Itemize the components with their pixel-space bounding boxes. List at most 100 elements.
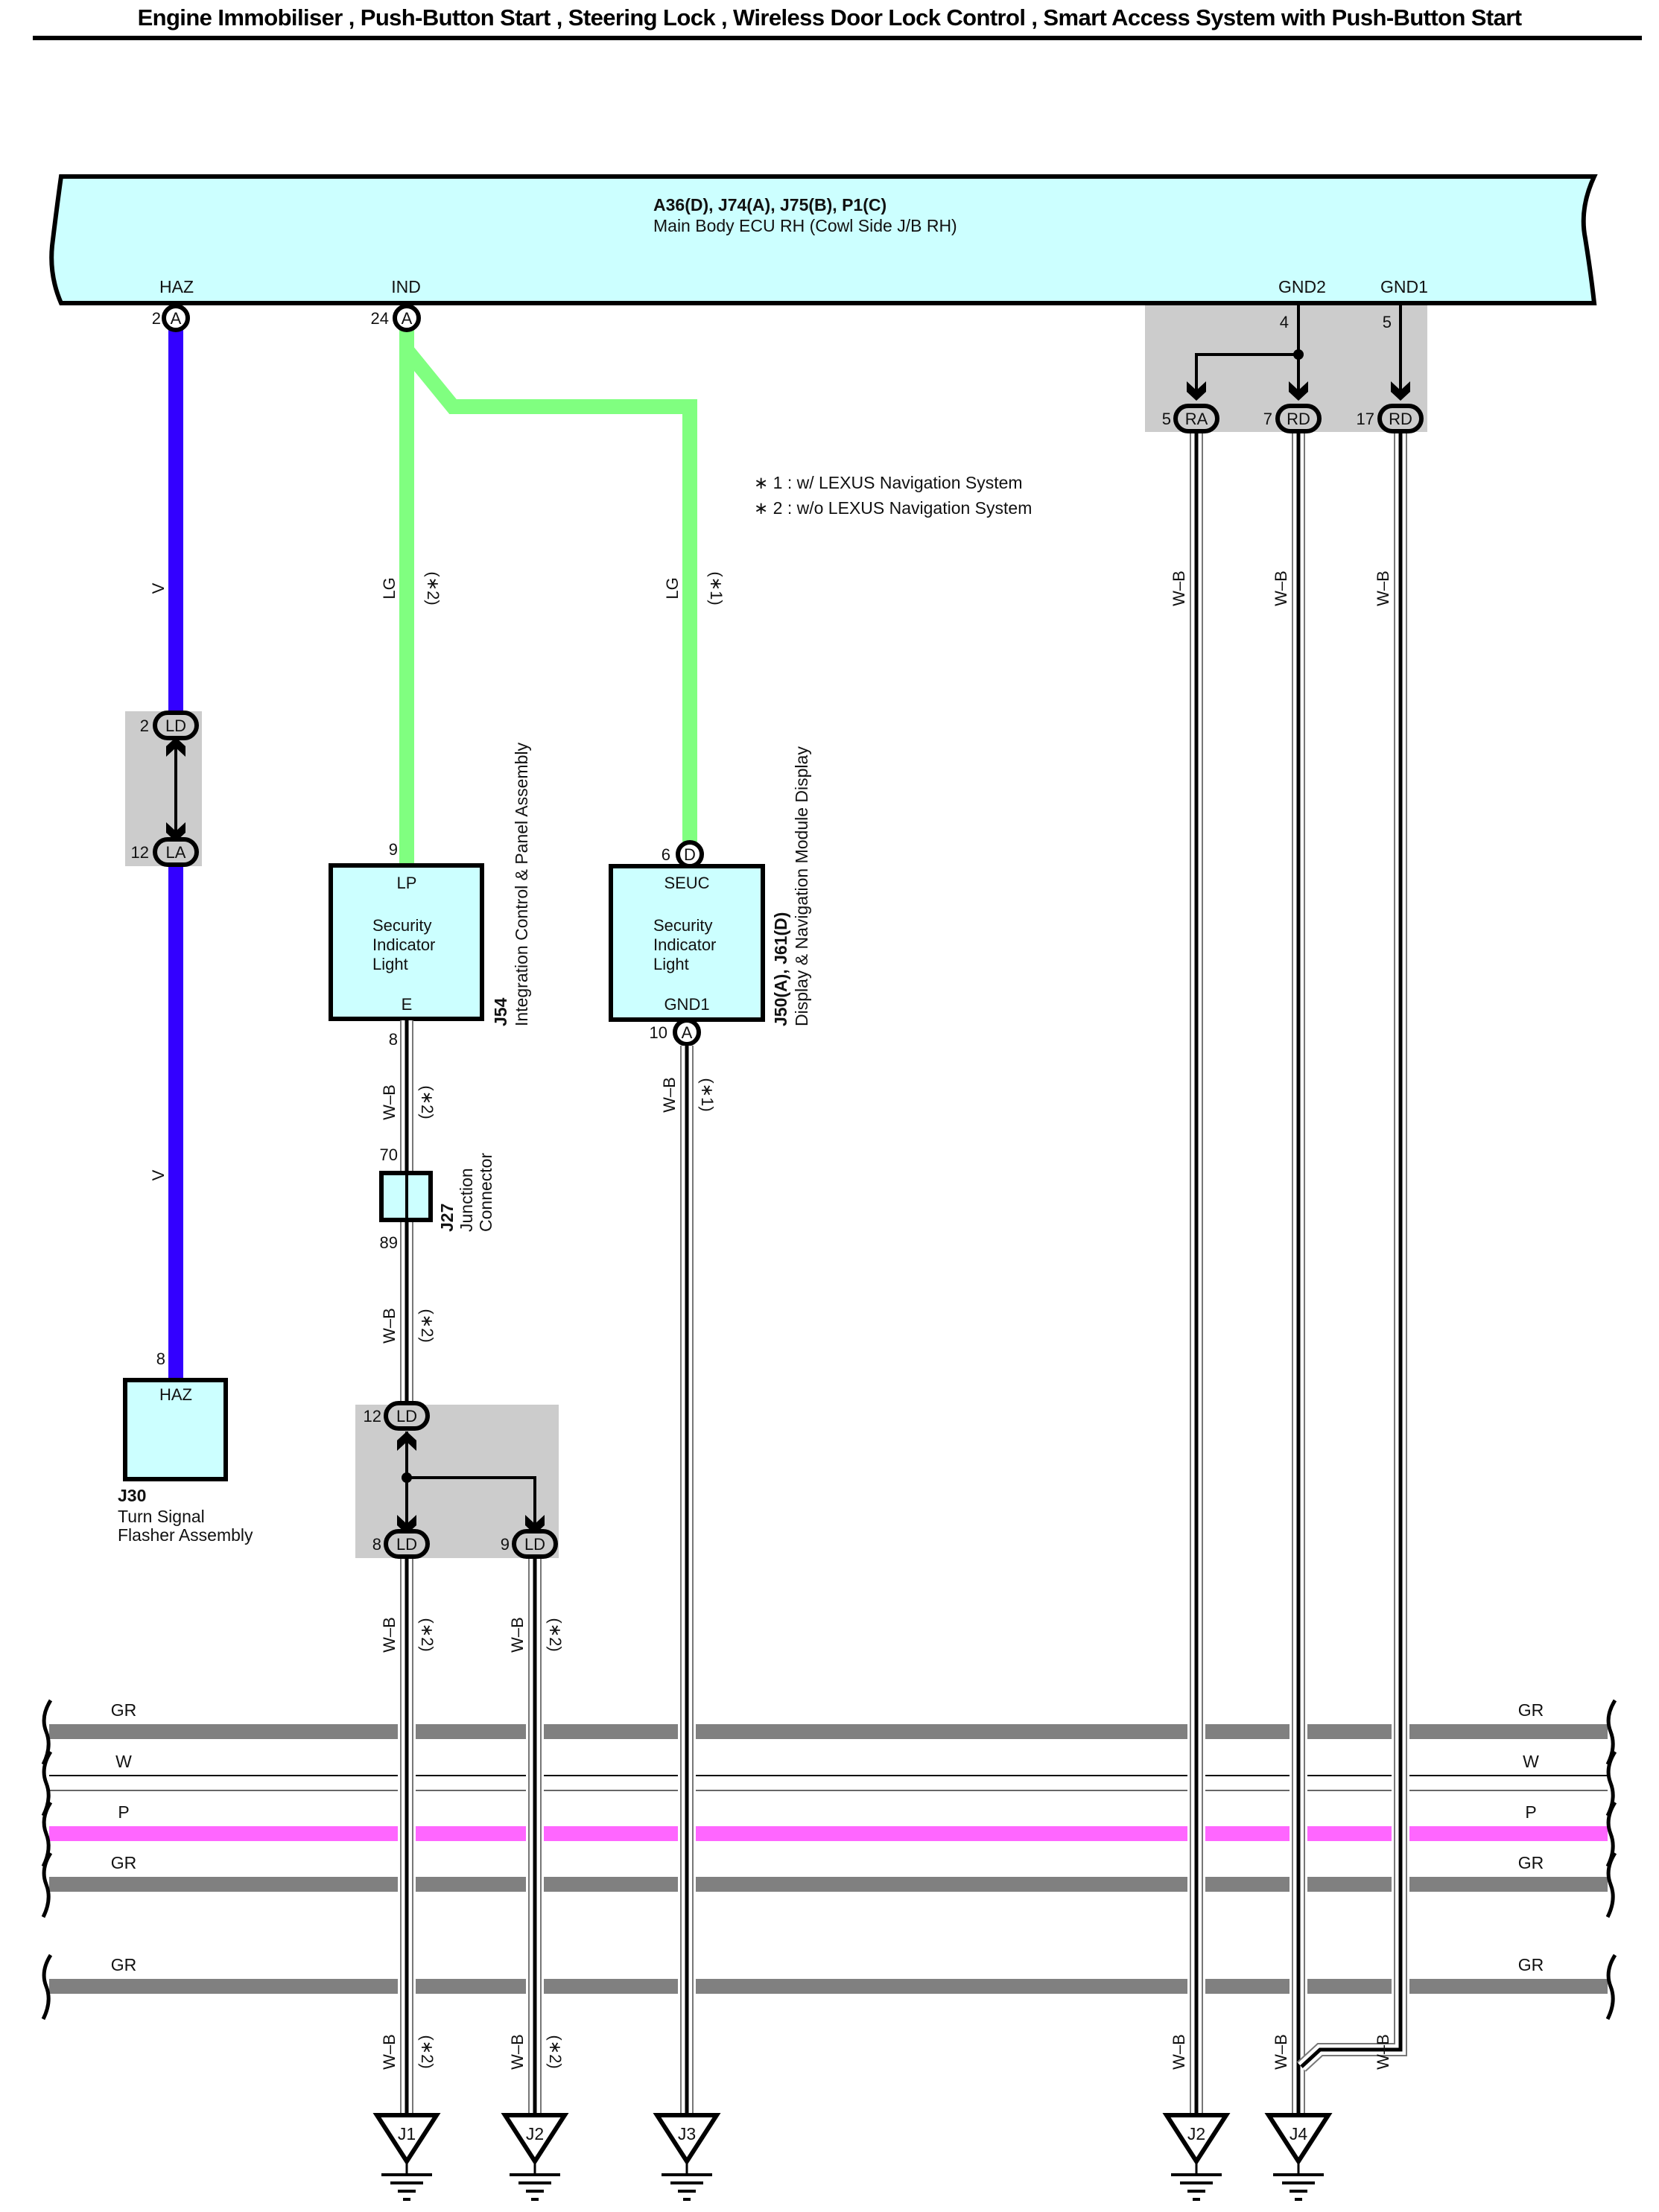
- wire-label-rd17: W–B: [1374, 571, 1392, 606]
- component-j50[interactable]: D 6 SEUC Security Indicator Light GND1 A…: [609, 746, 811, 1046]
- connector-ld-8[interactable]: [384, 1529, 430, 1559]
- j50-body-line1: Security: [653, 916, 712, 935]
- bus-segment: [416, 1979, 526, 1994]
- connector-ld-12[interactable]: [384, 1401, 430, 1431]
- j54-body-line1: Security: [372, 916, 431, 935]
- j27-name-line2: Connector: [476, 1153, 495, 1232]
- bus-segment: [1409, 1979, 1608, 1994]
- wire-v-upper[interactable]: [168, 326, 183, 721]
- wire-note-j54-e: (∗2): [418, 1085, 437, 1119]
- haz-circuit[interactable]: V V A 2: [149, 304, 190, 1378]
- wire-note-ld9-low: (∗2): [546, 2035, 565, 2068]
- connector-a-pin2[interactable]: [162, 304, 190, 332]
- wire-label-j50-gnd: W–B: [660, 1077, 679, 1113]
- ground-triangle: [1264, 2113, 1333, 2166]
- wire-note-j50-gnd: (∗1): [698, 1078, 717, 1111]
- junction-gnd-branch[interactable]: 4 5 RA 5 RD 7 RD 17: [1145, 303, 1427, 433]
- wb-wires[interactable]: [400, 432, 1407, 2114]
- j54-name: Integration Control & Panel Assembly: [512, 743, 531, 1026]
- pin-5-gnd1: 5: [1383, 313, 1392, 331]
- wire-label-ld8-low: W–B: [380, 2034, 399, 2070]
- pin-8-ld: 8: [372, 1535, 381, 1554]
- pin-12-la: 12: [131, 843, 149, 862]
- diagram-title: Engine Immobiliser , Push-Button Start ,…: [137, 4, 1522, 31]
- j50-body-line2: Indicator: [653, 935, 716, 954]
- j50-terminal-seuc: SEUC: [664, 874, 709, 892]
- wire-label-lg-j50: LG: [663, 577, 682, 599]
- terminal-gnd2: GND2: [1278, 277, 1326, 296]
- ground-j2-3[interactable]: J2: [1162, 2113, 1231, 2201]
- wire-label-v-upper: V: [149, 582, 168, 594]
- wire-label-j54-e: W–B: [380, 1084, 399, 1120]
- ecu-connectors: A36(D), J74(A), J75(B), P1(C): [653, 195, 886, 214]
- ground-label: J2: [526, 2124, 544, 2143]
- j50-terminal-gnd1: GND1: [664, 995, 709, 1014]
- connector-ra-5[interactable]: [1173, 404, 1219, 433]
- ground-j4-4[interactable]: J4: [1264, 2113, 1333, 2201]
- pin-17-rd: 17: [1357, 410, 1374, 428]
- break-symbol-right: [1605, 1954, 1617, 2021]
- component-j27[interactable]: 70 89 J27 Junction Connector: [379, 1145, 495, 1252]
- main-body-ecu[interactable]: A36(D), J74(A), J75(B), P1(C) Main Body …: [49, 174, 1598, 305]
- bus-segment: [696, 1979, 1187, 1994]
- connector-d-pin6[interactable]: [676, 840, 704, 868]
- ground-points[interactable]: J1 J2 J3 J2 J4: [372, 2113, 1333, 2201]
- j50-pin-10: 10: [650, 1023, 667, 1042]
- wire-note-lg-j50: (∗1): [707, 571, 726, 605]
- bus-label-right: P: [1525, 1802, 1536, 1822]
- bus-label-right: GR: [1518, 1700, 1544, 1720]
- bus-label-left: P: [118, 1802, 129, 1822]
- connector-a-label-24: A: [402, 309, 413, 328]
- wire-wb-rd17[interactable]: [1296, 432, 1407, 2072]
- j54-code: J54: [491, 997, 510, 1026]
- title-underline: [33, 36, 1642, 40]
- junction-ld-la[interactable]: LD 2 LA 12: [125, 711, 202, 867]
- ground-j2-1[interactable]: J2: [501, 2113, 569, 2201]
- pin-24: 24: [371, 309, 389, 328]
- wire-note-ld9: (∗2): [546, 1618, 565, 1651]
- wire-v-lower[interactable]: [168, 864, 183, 1378]
- connector-la-12[interactable]: [153, 837, 199, 867]
- connector-a-label: A: [171, 309, 182, 328]
- bus-segment: [1205, 1979, 1290, 1994]
- component-j30[interactable]: HAZ 8 J30 Turn Signal Flasher Assembly: [118, 1350, 253, 1545]
- connector-a-pin24[interactable]: [393, 304, 421, 332]
- junction-ld-branch[interactable]: LD 12 LD 8 LD 9: [355, 1401, 559, 1559]
- pin-12-ld: 12: [364, 1407, 381, 1426]
- terminal-ind: IND: [391, 277, 421, 296]
- pin-9-ld: 9: [501, 1535, 510, 1554]
- connector-a-pin10[interactable]: [673, 1018, 701, 1046]
- connector-ld8-label: LD: [396, 1535, 417, 1554]
- ind-circuit[interactable]: A 24 LG (∗2) LG (∗1): [371, 304, 726, 864]
- connector-d-label: D: [684, 845, 696, 864]
- connector-ld-2[interactable]: [153, 711, 199, 740]
- wire-lg-j50[interactable]: [401, 345, 697, 842]
- bus-segment: [696, 1826, 1187, 1841]
- ground-j3-2[interactable]: J3: [653, 2113, 721, 2201]
- component-j54[interactable]: LP 9 Security Indicator Light E 8 J54 In…: [329, 743, 531, 1049]
- j27-pin-89: 89: [380, 1233, 398, 1252]
- connector-rd-17[interactable]: [1377, 404, 1424, 433]
- wb-wire-labels: W–B (∗2) W–B (∗2) W–B (∗2) W–B (∗2) W–B …: [380, 571, 1392, 2070]
- wire-wb-rd17-gap: [1298, 432, 1406, 2071]
- connector-ld-9[interactable]: [512, 1529, 558, 1559]
- bus-label-left: W: [115, 1752, 132, 1771]
- bus-segment: [1307, 1877, 1392, 1892]
- pin-5-ra: 5: [1162, 410, 1171, 428]
- bus-segment: [544, 1724, 678, 1739]
- j54-terminal-lp: LP: [397, 874, 417, 892]
- ground-triangle: [1162, 2113, 1231, 2166]
- j54-pin-8: 8: [389, 1030, 398, 1049]
- terminal-haz: HAZ: [159, 277, 194, 296]
- wire-label-ld9-low: W–B: [508, 2034, 527, 2070]
- j54-pin-9: 9: [389, 840, 398, 859]
- bus-segment: [1205, 1877, 1290, 1892]
- ground-j1-0[interactable]: J1: [372, 2113, 441, 2201]
- connector-rd-7[interactable]: [1275, 404, 1322, 433]
